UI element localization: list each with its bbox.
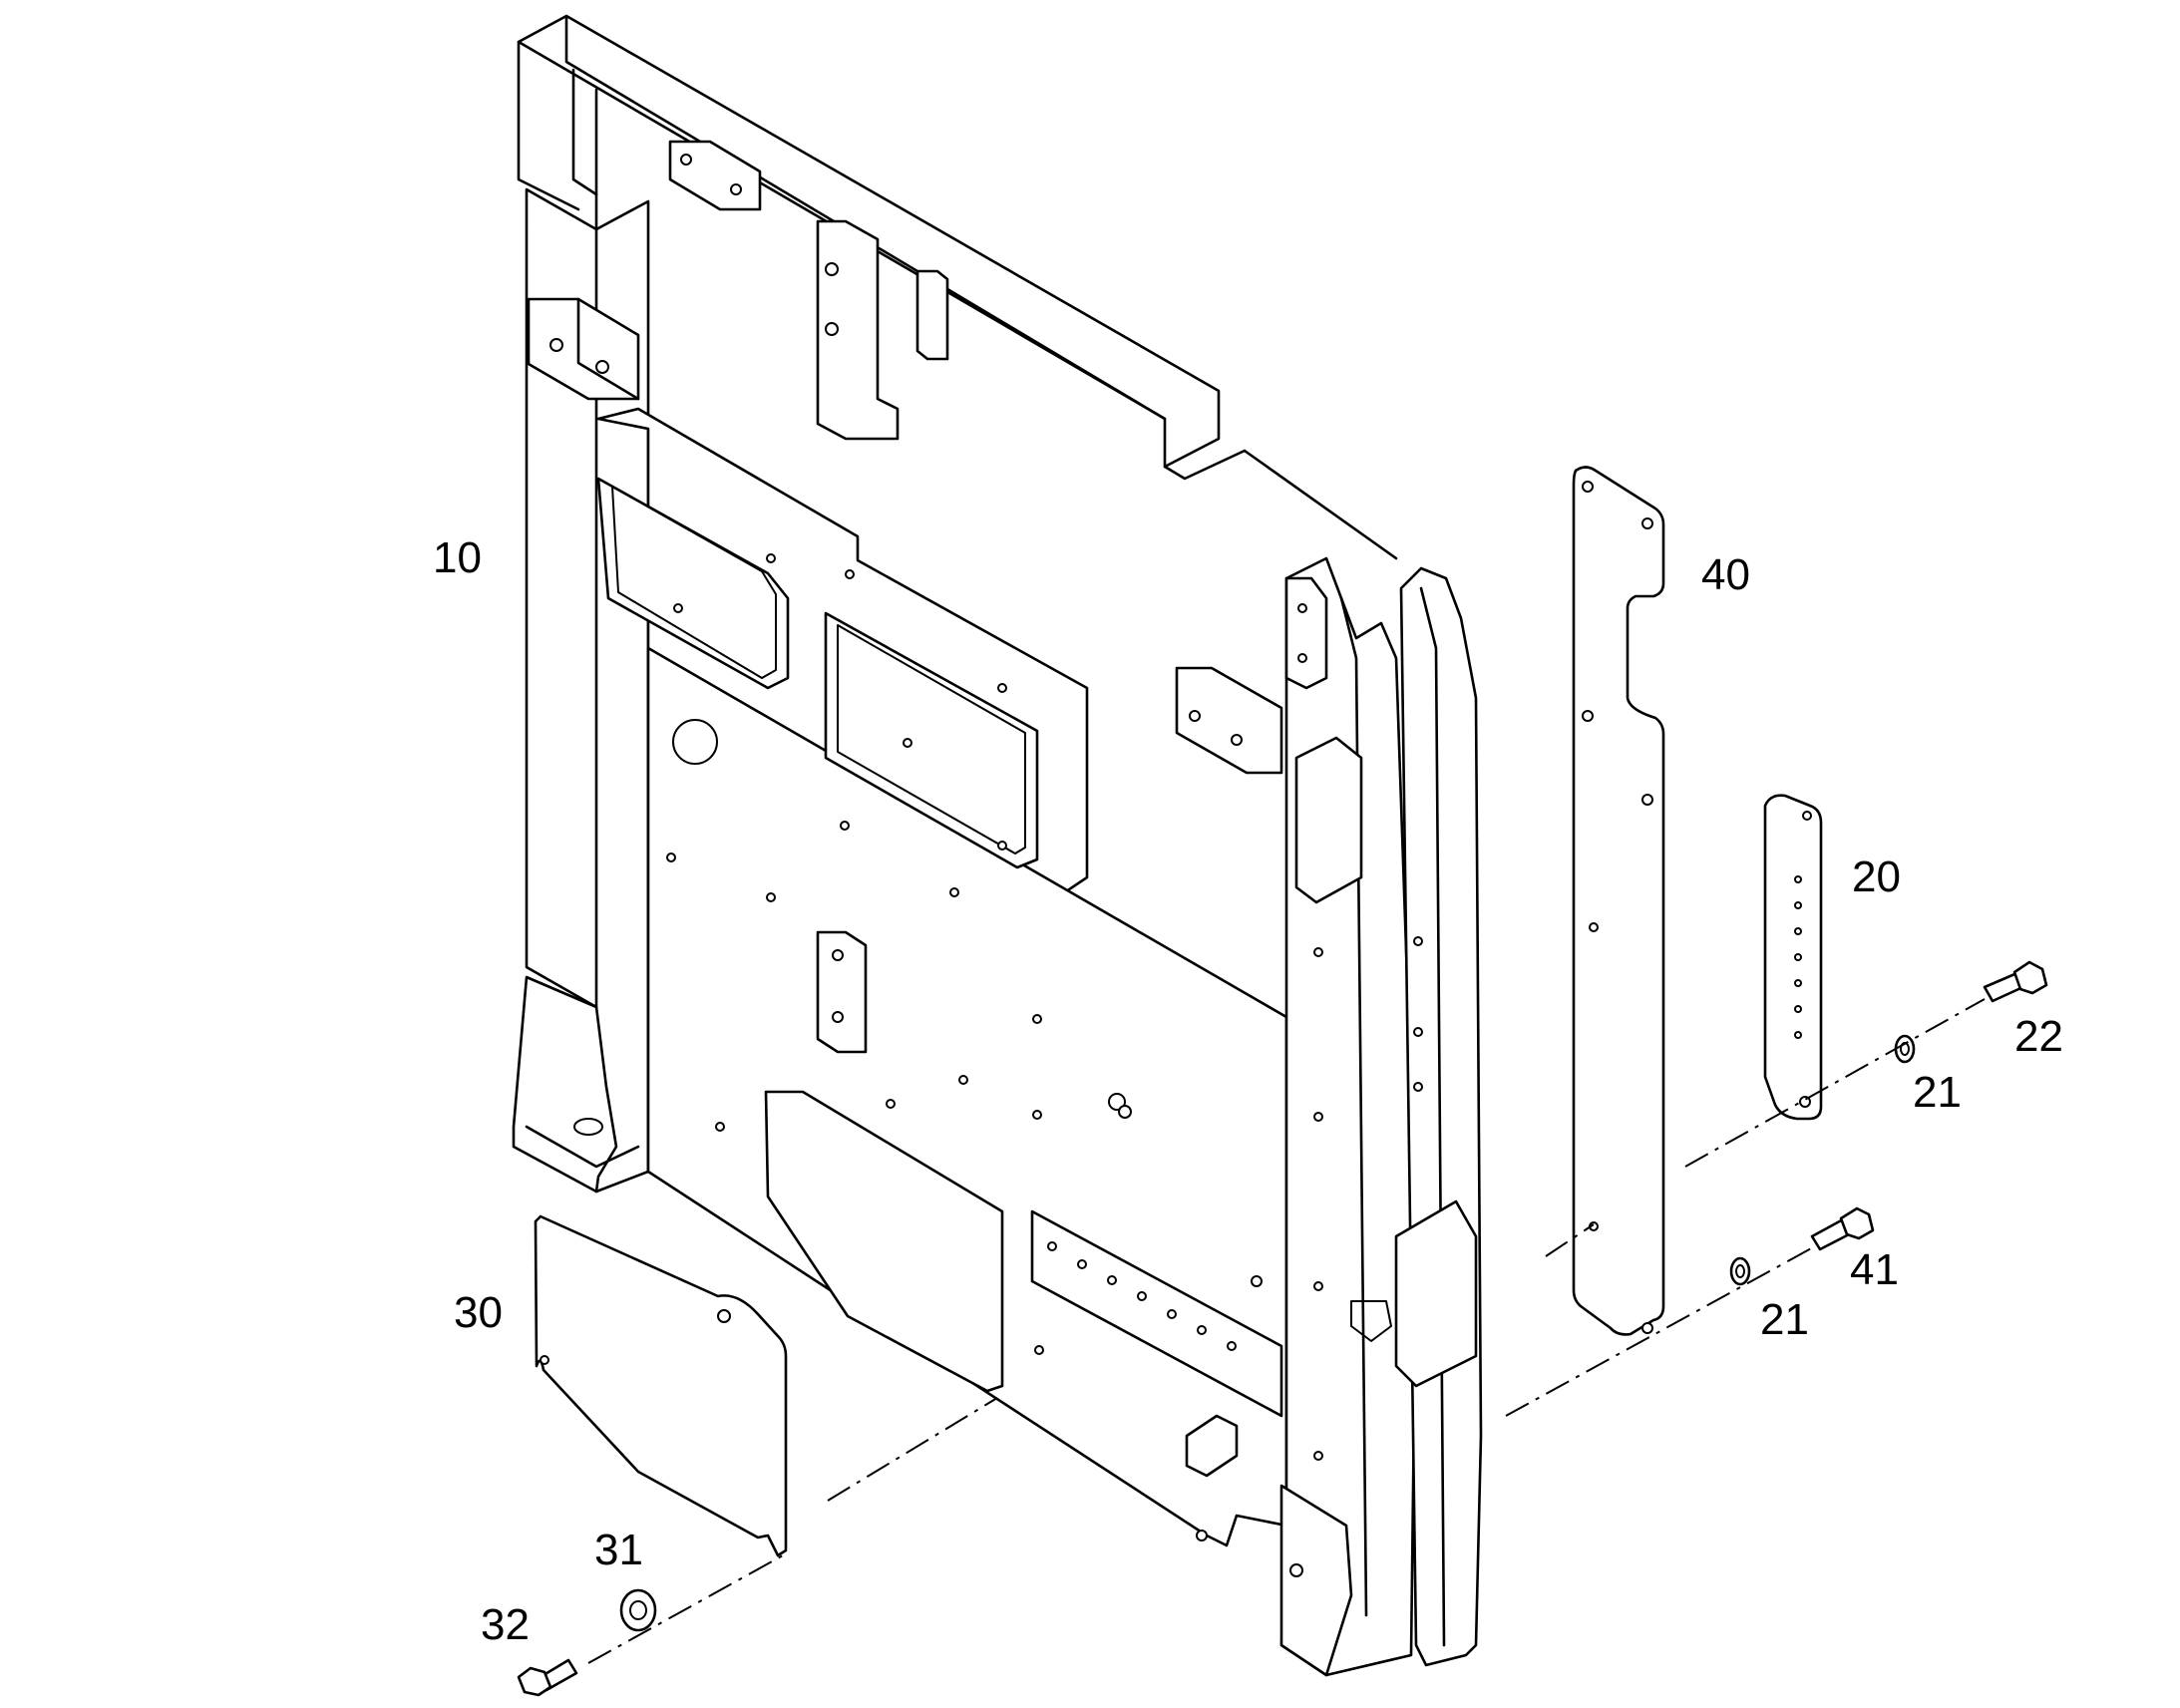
callout-10: 10 bbox=[433, 533, 482, 582]
callout-30: 30 bbox=[454, 1288, 503, 1337]
bolt-41 bbox=[1810, 1206, 1875, 1251]
side-plate-outline bbox=[1572, 466, 1665, 1336]
callout-21-upper: 21 bbox=[1913, 1068, 1962, 1117]
callout-41: 41 bbox=[1850, 1245, 1899, 1294]
callout-31: 31 bbox=[594, 1526, 643, 1574]
washer-21-lower bbox=[1729, 1256, 1751, 1286]
strip-holes bbox=[1047, 1241, 1237, 1351]
assembly-axis-lines bbox=[587, 998, 1986, 1664]
callout-20: 20 bbox=[1852, 853, 1901, 901]
callout-40: 40 bbox=[1701, 550, 1750, 599]
washer-31 bbox=[619, 1588, 657, 1632]
bolt-32 bbox=[517, 1658, 578, 1697]
callout-21-lower: 21 bbox=[1760, 1295, 1809, 1344]
spacer-bar-outline bbox=[1763, 794, 1823, 1121]
cover-plate-outline bbox=[534, 1214, 788, 1557]
panel-holes bbox=[666, 553, 1263, 1541]
bolt-22 bbox=[1983, 960, 2048, 1003]
washer-21-upper bbox=[1894, 1034, 1916, 1064]
main-frame-part bbox=[512, 14, 1483, 1677]
frame-left-foot bbox=[512, 975, 618, 1194]
spacer-bar-holes bbox=[1794, 811, 1812, 1108]
panel-window-middle bbox=[824, 611, 1039, 869]
cover-plate-part bbox=[534, 1214, 788, 1557]
panel-window-upper bbox=[596, 477, 790, 690]
side-plate-part bbox=[1572, 466, 1665, 1336]
callout-22: 22 bbox=[2014, 1012, 2063, 1061]
side-plate-holes bbox=[1582, 481, 1653, 1334]
callout-32: 32 bbox=[481, 1600, 530, 1649]
spacer-bar-part bbox=[1763, 794, 1823, 1121]
